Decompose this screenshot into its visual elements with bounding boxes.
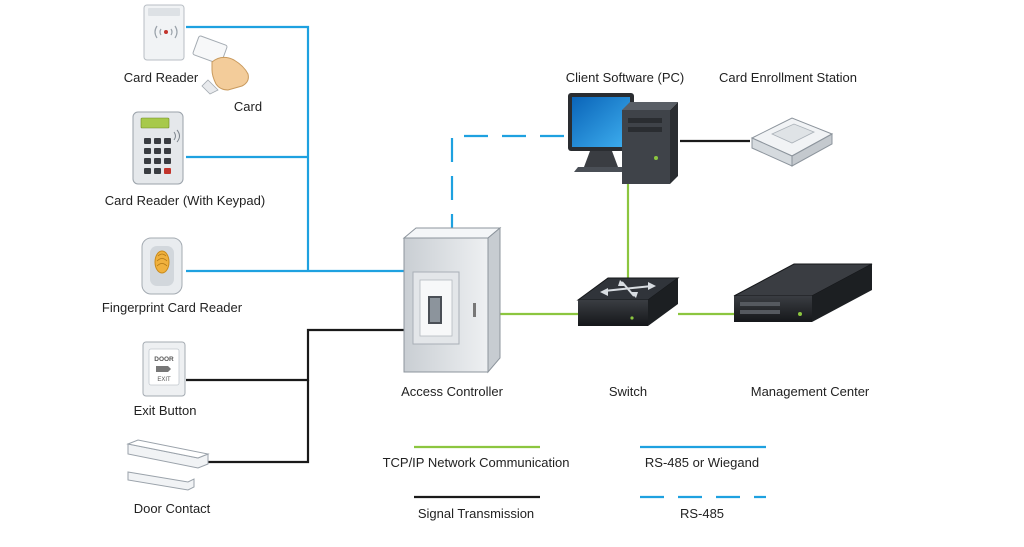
- card-icon: [192, 35, 249, 95]
- exit-button-icon: DOOR EXIT: [142, 341, 186, 397]
- keypad-card-reader-icon: [132, 111, 184, 185]
- legend-lines: [414, 445, 766, 499]
- keypad-card-reader-label: Card Reader (With Keypad): [104, 193, 266, 208]
- switch-icon: [576, 277, 680, 326]
- door-sign-bottom: EXIT: [157, 377, 171, 383]
- rs485-dashed-link: [450, 134, 570, 238]
- client-pc-icon: [568, 93, 678, 184]
- legend-signal-label: Signal Transmission: [417, 506, 535, 521]
- management-center-label: Management Center: [750, 384, 870, 399]
- card-reader-label: Card Reader: [123, 70, 199, 85]
- signal-links: [186, 139, 750, 464]
- door-sign-top: DOOR: [154, 356, 174, 363]
- card-enrollment-label: Card Enrollment Station: [718, 70, 858, 85]
- card-reader-icon: [143, 4, 185, 61]
- switch-label: Switch: [608, 384, 648, 399]
- access-controller-icon: [402, 226, 502, 374]
- legend-tcpip-label: TCP/IP Network Communication: [382, 455, 570, 470]
- client-software-label: Client Software (PC): [565, 70, 685, 85]
- legend-rs485-label: RS-485: [679, 506, 725, 521]
- fingerprint-reader-icon: [141, 237, 183, 295]
- card-label: Card: [233, 99, 263, 114]
- door-contact-link: [208, 380, 310, 464]
- legend-rs485-wiegand-label: RS-485 or Wiegand: [644, 455, 760, 470]
- rs485-wiegand-links: [186, 25, 404, 273]
- tcpip-links: [500, 183, 738, 316]
- card-reader-link: [186, 25, 310, 271]
- management-center-icon: [733, 263, 873, 322]
- exit-button-link: [186, 328, 404, 382]
- exit-button-label: Exit Button: [133, 403, 197, 418]
- door-contact-label: Door Contact: [133, 501, 211, 516]
- fingerprint-reader-label: Fingerprint Card Reader: [101, 300, 243, 315]
- card-enrollment-station-icon: [750, 117, 834, 167]
- access-controller-label: Access Controller: [401, 384, 503, 399]
- door-contact-icon: [126, 439, 210, 491]
